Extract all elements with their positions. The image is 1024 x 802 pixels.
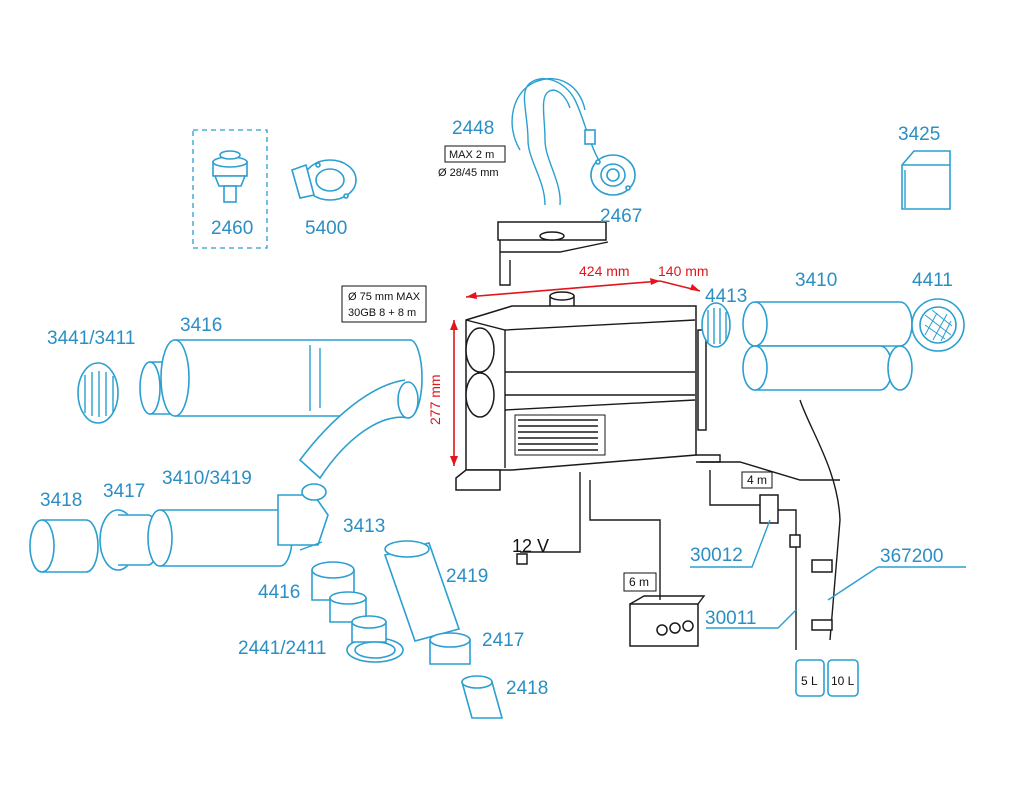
label-2419: 2419 — [446, 566, 488, 587]
label-3417: 3417 — [103, 481, 145, 502]
label-3441-3411: 3441/3411 — [47, 328, 135, 349]
label-2441-2411: 2441/2411 — [238, 638, 326, 659]
label-3410-3419: 3410/3419 — [162, 468, 252, 489]
dimension-depth: 140 mm — [658, 263, 709, 279]
note-boxes: MAX 2 m Ø 28/45 mm Ø 75 mm MAX 30GB 8 + … — [341, 145, 773, 592]
label-3418: 3418 — [40, 490, 82, 511]
left-duct-assembly — [77, 339, 423, 480]
tank-5l-label: 5 L — [801, 674, 818, 688]
tank-10l-label: 10 L — [831, 674, 855, 688]
label-3425: 3425 — [898, 124, 940, 145]
right-duct-assembly — [701, 298, 965, 391]
note-diameter: Ø 28/45 mm — [438, 167, 499, 179]
label-3416: 3416 — [180, 315, 222, 336]
label-4416: 4416 — [258, 582, 300, 603]
lower-left-duct-assembly — [29, 483, 329, 573]
label-2448: 2448 — [452, 118, 494, 139]
exhaust-pipe-assembly — [511, 77, 636, 206]
note-cable-4m: 4 m — [747, 473, 767, 487]
label-367200: 367200 — [880, 546, 943, 567]
cover-3425 — [901, 150, 951, 210]
heater-unit — [455, 221, 721, 491]
label-30011: 30011 — [705, 608, 756, 629]
note-voltage: 12 V — [512, 536, 549, 556]
label-2460: 2460 — [211, 218, 253, 239]
air-vent-2460 — [192, 129, 268, 249]
dimension-height: 277 mm — [427, 374, 443, 425]
bottom-duct-assembly — [311, 540, 504, 719]
label-4411: 4411 — [912, 270, 953, 291]
label-2417: 2417 — [482, 630, 524, 651]
note-duct-diameter: Ø 75 mm MAX — [348, 291, 421, 303]
note-max-length: MAX 2 m — [449, 149, 494, 161]
note-duct-length: 30GB 8 + 8 m — [348, 307, 416, 319]
label-4413: 4413 — [705, 286, 747, 307]
dimension-width: 424 mm — [579, 263, 630, 279]
note-cable-6m: 6 m — [629, 575, 649, 589]
vent-5400 — [291, 159, 357, 201]
leader-lines — [690, 519, 966, 629]
label-5400: 5400 — [305, 218, 347, 239]
part-labels: 2448 2467 2460 5400 3425 3410 4411 4413 … — [40, 118, 953, 699]
label-3410: 3410 — [795, 270, 837, 291]
label-2418: 2418 — [506, 678, 548, 699]
label-30012: 30012 — [690, 545, 743, 566]
label-2467: 2467 — [600, 206, 642, 227]
heater-vent-grille — [514, 414, 606, 456]
label-3413: 3413 — [343, 516, 385, 537]
dimension-lines: 424 mm 140 mm 277 mm — [427, 263, 709, 466]
wiring-and-control: 5 L 10 L — [516, 399, 859, 697]
